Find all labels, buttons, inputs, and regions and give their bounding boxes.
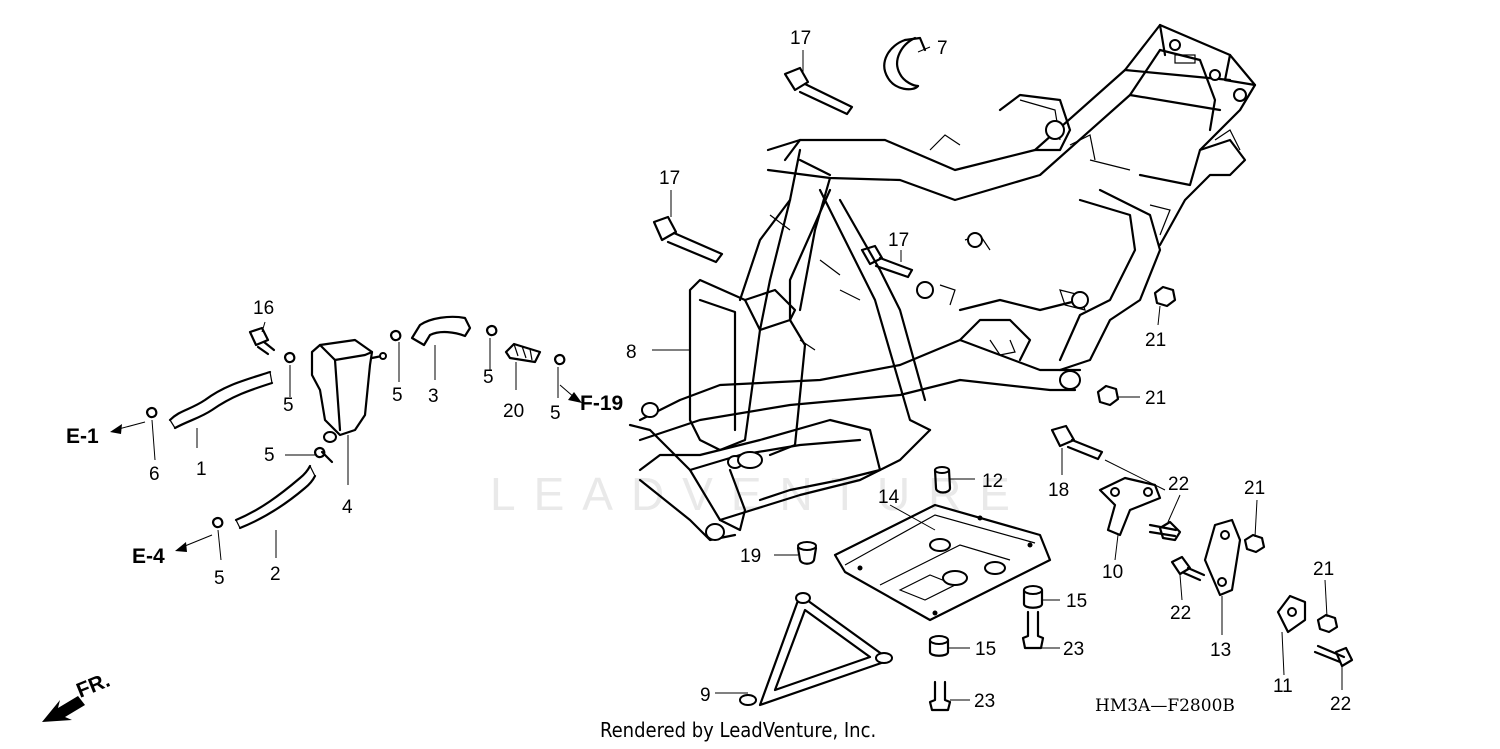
diagram-code: HM3A—F2800B (1095, 696, 1235, 716)
bushing-12 (933, 466, 952, 494)
callout-10: 10 (1102, 562, 1123, 583)
callout-labels: 1 2 3 4 5 5 5 5 5 5 6 7 8 9 10 11 12 13 … (149, 28, 1351, 715)
leader-lines (151, 46, 1343, 701)
callout-21: 21 (1145, 388, 1166, 409)
bolt-17-inner (860, 244, 914, 279)
callout-22: 22 (1168, 474, 1189, 495)
callout-22: 22 (1330, 694, 1351, 715)
callout-5: 5 (550, 403, 561, 424)
skid-plate-14 (833, 503, 1052, 622)
callout-6: 6 (149, 464, 160, 485)
band-clamp (883, 36, 927, 91)
callout-11: 11 (1273, 676, 1293, 697)
callout-5: 5 (283, 395, 294, 416)
triangle-bracket-9 (739, 592, 893, 707)
plate-11 (1276, 594, 1307, 634)
callout-3: 3 (428, 386, 439, 407)
front-arrow-icon (42, 696, 85, 722)
grommets-and-bolts (928, 585, 1045, 712)
bolt-18 (1050, 424, 1104, 461)
callout-7: 7 (937, 38, 948, 59)
ref-label-e4: E-4 (132, 545, 165, 568)
fitting-20 (504, 342, 542, 364)
hose-clips (146, 324, 566, 529)
callout-19: 19 (740, 546, 761, 567)
callout-21: 21 (1145, 330, 1166, 351)
callout-5: 5 (392, 385, 403, 406)
callout-16: 16 (253, 298, 274, 319)
callout-17: 17 (888, 230, 909, 251)
callout-23: 23 (1063, 639, 1084, 660)
bolt-17-mid (652, 215, 724, 264)
nuts-21 (1096, 285, 1339, 634)
credit-line: Rendered by LeadVenture, Inc. (600, 718, 876, 742)
main-frame (628, 23, 1257, 542)
reference-arrows (42, 384, 582, 722)
bolt-17-top (783, 66, 854, 116)
callout-21: 21 (1244, 478, 1265, 499)
callout-5: 5 (214, 568, 225, 589)
callout-13: 13 (1210, 640, 1231, 661)
callout-18: 18 (1048, 480, 1069, 501)
callout-22: 22 (1170, 603, 1191, 624)
callout-15: 15 (1066, 591, 1087, 612)
callout-5: 5 (483, 367, 494, 388)
cap-19 (796, 541, 818, 565)
callout-8: 8 (626, 342, 637, 363)
callout-5: 5 (264, 445, 275, 466)
hose-2 (234, 464, 317, 530)
bracket-13 (1203, 518, 1242, 597)
callout-23: 23 (974, 691, 995, 712)
hose-3 (410, 315, 472, 347)
bolt-16 (248, 326, 276, 356)
callout-17: 17 (790, 28, 811, 49)
ref-label-e1: E-1 (66, 425, 99, 448)
callout-1: 1 (196, 459, 207, 480)
callout-17: 17 (659, 168, 680, 189)
callout-14: 14 (878, 487, 900, 508)
front-direction-label: FR. (73, 669, 113, 703)
callout-4: 4 (342, 497, 353, 518)
watermark: LEADVENTURE (490, 468, 1028, 520)
bolts-22 (1148, 520, 1354, 668)
callout-9: 9 (700, 685, 711, 706)
callout-12: 12 (982, 471, 1003, 492)
callout-15: 15 (975, 639, 996, 660)
callout-21: 21 (1313, 559, 1334, 580)
callout-2: 2 (270, 564, 281, 585)
callout-20: 20 (503, 401, 524, 422)
hose-1 (168, 370, 274, 430)
bracket-10 (1098, 476, 1162, 537)
ref-label-f19: F-19 (580, 392, 623, 415)
reservoir-tank (310, 338, 387, 443)
